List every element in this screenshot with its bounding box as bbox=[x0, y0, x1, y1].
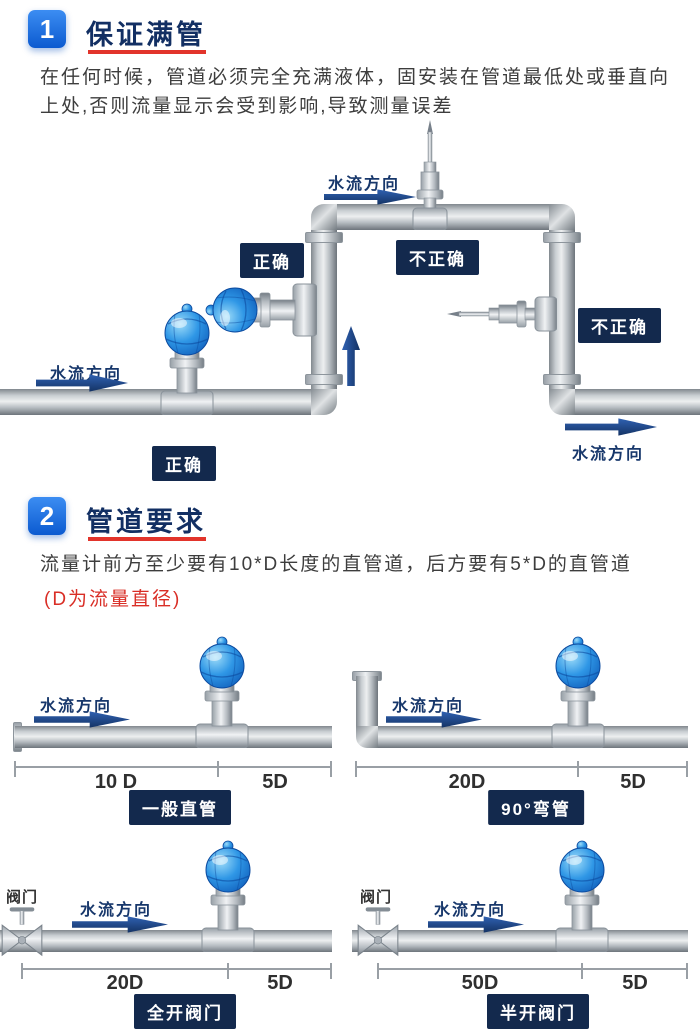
pipe-elbow bbox=[356, 726, 378, 748]
pipe-bottom-right bbox=[575, 389, 700, 415]
section1-number-badge: 1 bbox=[28, 10, 66, 48]
section2-body: 流量计前方至少要有10*D长度的直管道，后方要有5*D的直管道 bbox=[40, 554, 632, 575]
section1-body: 在任何时候，管道必须完全充满液体，固安装在管道最低处或垂直向上处,否则流量显示会… bbox=[40, 67, 671, 117]
pipe-union-icon bbox=[543, 374, 581, 385]
flow-arrow-up-icon bbox=[342, 326, 360, 386]
dimension-tick bbox=[217, 761, 219, 777]
dimension-tick bbox=[14, 761, 16, 777]
dimension-front: 20D bbox=[106, 972, 144, 994]
pipe-union-icon bbox=[305, 374, 343, 385]
pipe bbox=[15, 726, 332, 748]
probe-sensor-icon bbox=[400, 120, 460, 230]
dimension-line bbox=[14, 761, 332, 777]
valve-icon bbox=[0, 906, 44, 958]
probe-sensor-icon bbox=[447, 284, 557, 344]
flow-meter-icon bbox=[533, 636, 623, 748]
dimension-tick bbox=[330, 963, 332, 979]
diagram-caption: 一般直管 bbox=[129, 790, 231, 825]
flow-direction-label: 水流方向 bbox=[40, 698, 113, 715]
section1-title-underline bbox=[88, 50, 206, 54]
dimension-front: 20D bbox=[448, 771, 486, 793]
dimension-tick bbox=[686, 963, 688, 979]
flow-direction-label-right: 水流方向 bbox=[572, 446, 645, 463]
valve-label: 阀门 bbox=[360, 889, 393, 906]
full-pipe-diagram: 正确 正确 不正确 不正确 水流方向 水流方向 水流方向 bbox=[0, 128, 700, 488]
dimension-line bbox=[21, 963, 332, 979]
section1-number: 1 bbox=[39, 13, 55, 44]
dimension-line bbox=[355, 761, 688, 777]
tag-correct-riser: 正确 bbox=[240, 243, 304, 278]
section2-note: (D为流量直径) bbox=[44, 589, 182, 610]
dimension-tick bbox=[21, 963, 23, 979]
pipe-union-icon bbox=[305, 232, 343, 243]
dimension-tick bbox=[577, 761, 579, 777]
dimension-back: 5D bbox=[622, 972, 648, 994]
valve-label: 阀门 bbox=[6, 889, 39, 906]
dimension-back: 5D bbox=[620, 771, 646, 793]
flow-direction-label: 水流方向 bbox=[434, 902, 507, 919]
diagram-caption: 半开阀门 bbox=[487, 994, 589, 1029]
section2-title-underline bbox=[88, 537, 206, 541]
section2-number-badge: 2 bbox=[28, 497, 66, 535]
flow-direction-label-top: 水流方向 bbox=[328, 176, 401, 193]
section2-title: 管道要求 bbox=[86, 507, 206, 537]
valve-icon bbox=[356, 906, 400, 958]
dimension-tick bbox=[227, 963, 229, 979]
pipe bbox=[378, 726, 688, 748]
tag-incorrect-right: 不正确 bbox=[578, 308, 661, 343]
flow-direction-label: 水流方向 bbox=[392, 698, 465, 715]
pipe-vertical-stub bbox=[356, 676, 378, 726]
dimension-line bbox=[377, 963, 688, 979]
dimension-front: 50D bbox=[461, 972, 499, 994]
pipe-elbow-top-left bbox=[311, 204, 337, 230]
flow-direction-label: 水流方向 bbox=[80, 902, 153, 919]
flow-meter-icon bbox=[537, 840, 627, 952]
flow-meter-icon bbox=[183, 840, 273, 952]
dimension-back: 5D bbox=[267, 972, 293, 994]
dimension-front: 10 D bbox=[94, 771, 138, 793]
dimension-tick bbox=[355, 761, 357, 777]
pipe-elbow-top-right bbox=[549, 204, 575, 230]
dimension-tick bbox=[581, 963, 583, 979]
diagram-caption: 全开阀门 bbox=[134, 994, 236, 1029]
tag-correct-bottom: 正确 bbox=[152, 446, 216, 481]
flow-meter-icon bbox=[205, 265, 317, 355]
pipe-union-icon bbox=[543, 232, 581, 243]
dimension-back: 5D bbox=[262, 771, 288, 793]
dimension-tick bbox=[686, 761, 688, 777]
flow-arrow-right-icon bbox=[565, 418, 657, 436]
dimension-tick bbox=[330, 761, 332, 777]
dimension-tick bbox=[377, 963, 379, 979]
section1-title: 保证满管 bbox=[86, 20, 206, 50]
pipe-bottom-left bbox=[0, 389, 311, 415]
flow-meter-icon bbox=[177, 636, 267, 748]
tag-incorrect-top: 不正确 bbox=[396, 240, 479, 275]
pipe bbox=[0, 930, 332, 952]
section2-number: 2 bbox=[39, 500, 55, 531]
pipe bbox=[352, 930, 688, 952]
pipe-elbow-bottom-right bbox=[549, 389, 575, 415]
diagram-caption: 90°弯管 bbox=[488, 790, 584, 825]
pipe-elbow-bottom-left bbox=[311, 389, 337, 415]
